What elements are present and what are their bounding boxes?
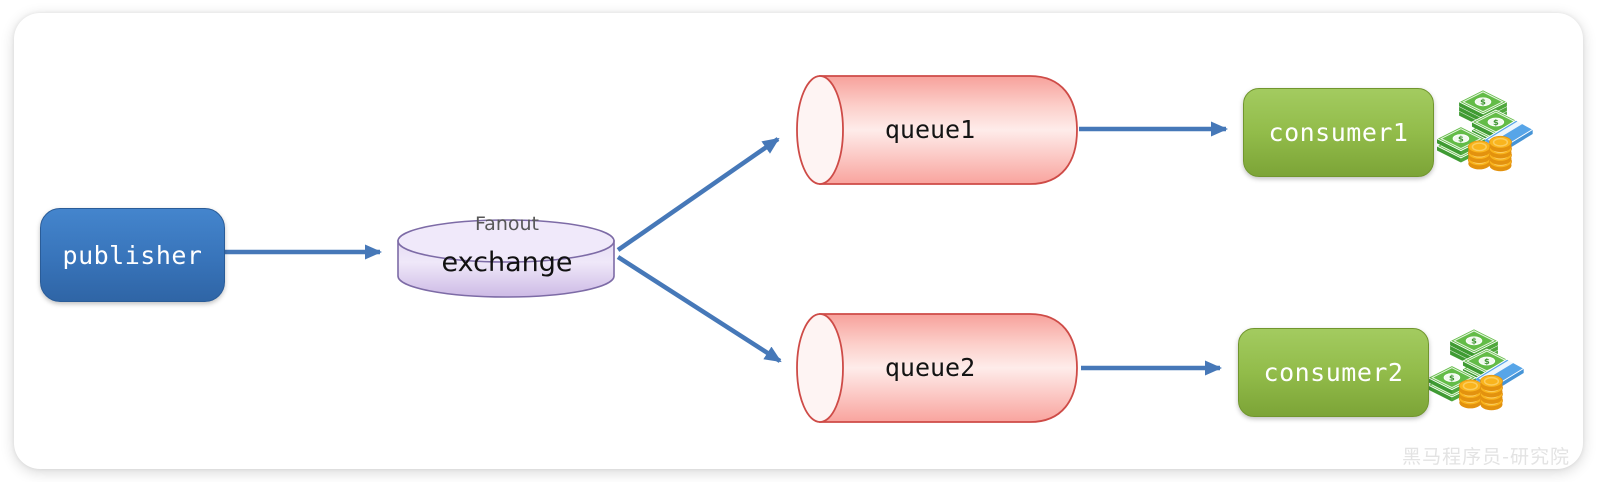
exchange-label: exchange — [441, 246, 573, 278]
money-icon — [1428, 329, 1524, 410]
publisher-label: publisher — [62, 240, 203, 270]
consumer2-label: consumer2 — [1263, 358, 1404, 387]
exchange-type-label: Fanout — [475, 213, 539, 235]
exchange-cylinder — [397, 219, 615, 298]
queue2-cylinder — [796, 313, 1078, 423]
arrow-exchange-to-queue2 — [616, 255, 782, 363]
consumer1-label: consumer1 — [1268, 118, 1409, 147]
watermark: 黑马程序员-研究院 — [1402, 446, 1570, 468]
consumer2-node: consumer2 — [1238, 328, 1429, 417]
money-icon — [1437, 90, 1533, 171]
arrow-exchange-to-queue1 — [616, 137, 780, 252]
queue1-label: queue1 — [884, 114, 976, 144]
queue2-label: queue2 — [884, 352, 976, 382]
consumer1-node: consumer1 — [1243, 88, 1434, 177]
publisher-node: publisher — [40, 208, 225, 302]
queue1-cylinder — [796, 75, 1078, 185]
